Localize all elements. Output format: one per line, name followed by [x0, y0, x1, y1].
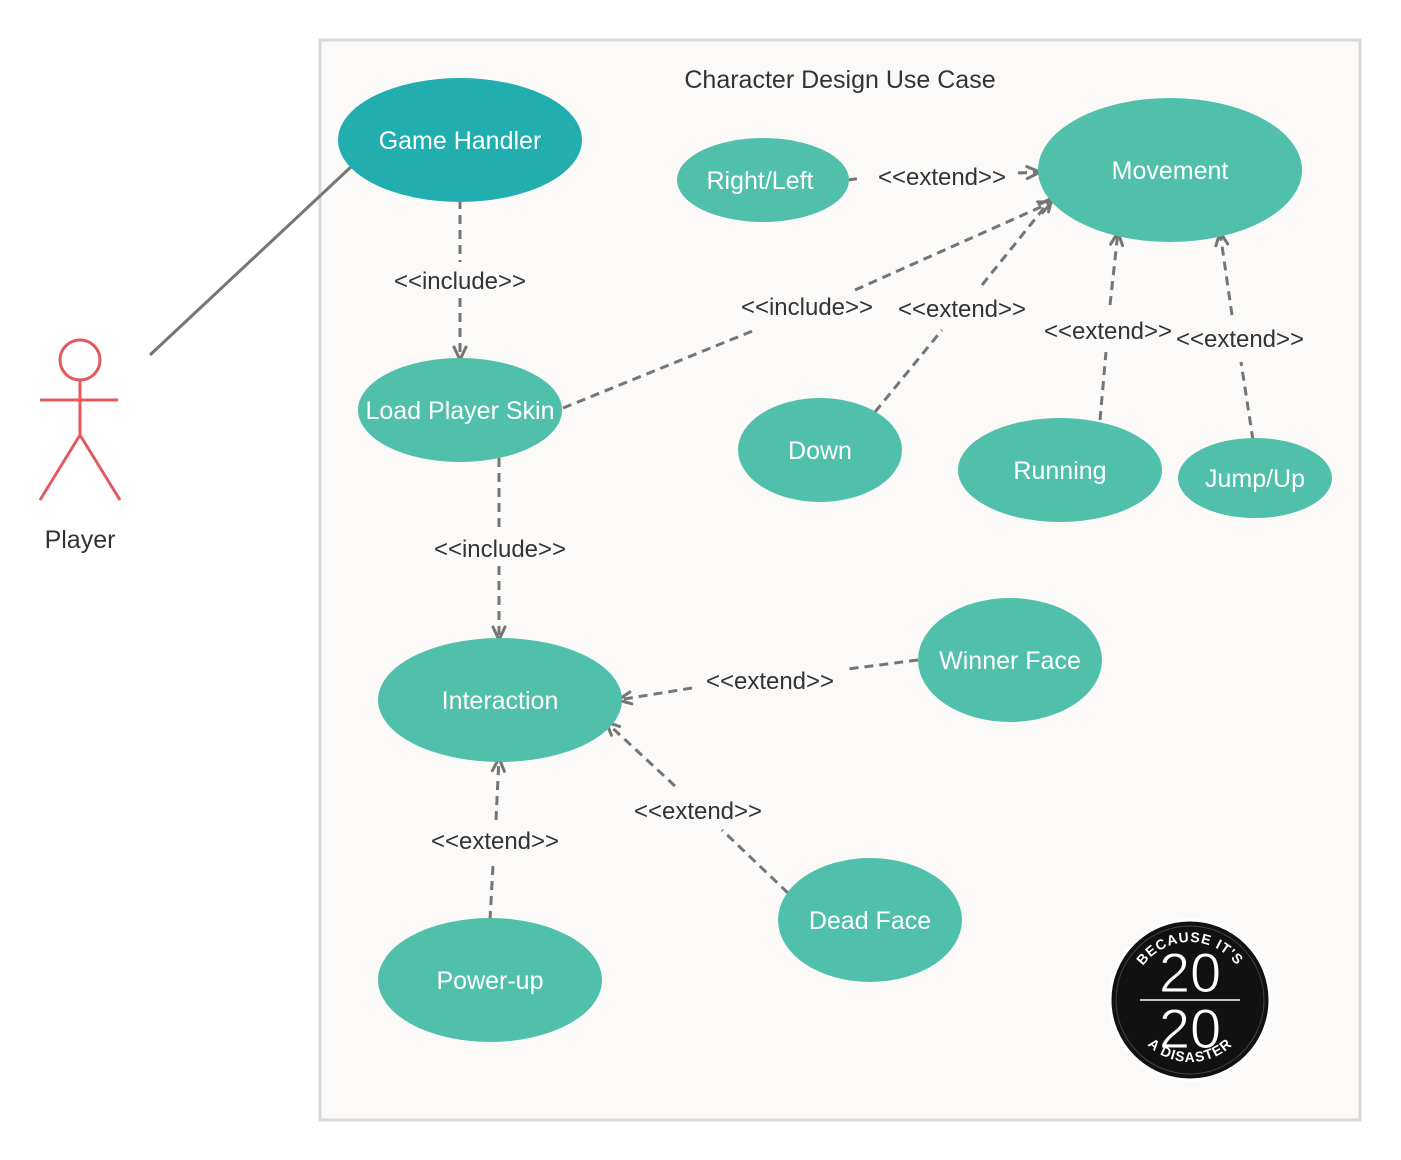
- use-case-winner-face[interactable]: Winner Face: [918, 598, 1102, 722]
- association-player-game-handler[interactable]: [148, 163, 355, 357]
- use-case-interaction[interactable]: Interaction: [378, 638, 622, 762]
- actor-label: Player: [45, 526, 116, 554]
- label-include-movement: <<include>>: [741, 294, 873, 321]
- connector-extend-right-left[interactable]: [847, 172, 1040, 180]
- logo-badge: BECAUSE IT'S 20 20 A DISASTER: [1108, 918, 1272, 1082]
- use-case-dead-face[interactable]: Dead Face: [778, 858, 962, 982]
- use-case-power-up[interactable]: Power-up: [378, 918, 602, 1042]
- use-case-label: Down: [788, 437, 852, 465]
- label-include-interaction: <<include>>: [434, 536, 566, 563]
- actor-left-leg: [38, 434, 82, 501]
- connector-extend-winner[interactable]: [618, 658, 919, 700]
- use-case-label: Game Handler: [379, 127, 542, 155]
- use-case-down[interactable]: Down: [738, 398, 902, 502]
- label-extend-down: <<extend>>: [898, 296, 1026, 323]
- actor-player[interactable]: Player: [38, 338, 122, 554]
- use-case-label: Movement: [1112, 157, 1229, 185]
- actor-head: [58, 338, 102, 382]
- label-extend-jump: <<extend>>: [1176, 326, 1304, 353]
- use-case-label: Power-up: [437, 967, 544, 995]
- logo-year-bottom: 20: [1159, 997, 1221, 1060]
- use-case-running[interactable]: Running: [958, 418, 1162, 522]
- actor-right-leg: [78, 434, 122, 501]
- use-case-load-player-skin[interactable]: Load Player Skin: [358, 358, 562, 462]
- connector-extend-dead[interactable]: [606, 722, 790, 895]
- use-case-label: Dead Face: [809, 907, 931, 935]
- use-case-label: Load Player Skin: [365, 397, 554, 425]
- connector-extend-power[interactable]: [490, 758, 499, 921]
- use-case-label: Jump/Up: [1205, 465, 1305, 493]
- use-case-movement[interactable]: Movement: [1038, 98, 1302, 242]
- use-case-label: Right/Left: [706, 167, 813, 195]
- connector-include-movement[interactable]: [562, 202, 1052, 410]
- logo-year-top: 20: [1159, 941, 1221, 1004]
- use-case-label: Winner Face: [939, 647, 1081, 675]
- use-case-game-handler[interactable]: Game Handler: [338, 78, 582, 202]
- label-extend-power: <<extend>>: [431, 828, 559, 855]
- connector-extend-down[interactable]: [873, 198, 1052, 413]
- label-extend-dead: <<extend>>: [634, 798, 762, 825]
- connector-extend-jump[interactable]: [1220, 232, 1255, 441]
- connector-extend-running[interactable]: [1098, 232, 1118, 421]
- use-case-label: Interaction: [442, 687, 559, 715]
- system-title: Character Design Use Case: [684, 66, 995, 94]
- use-case-label: Running: [1013, 457, 1106, 485]
- use-case-jump-up[interactable]: Jump/Up: [1178, 438, 1332, 518]
- use-case-right-left[interactable]: Right/Left: [677, 138, 849, 222]
- label-extend-running: <<extend>>: [1044, 318, 1172, 345]
- label-extend-right-left: <<extend>>: [878, 164, 1006, 191]
- label-include-skin: <<include>>: [394, 268, 526, 295]
- label-extend-winner: <<extend>>: [706, 668, 834, 695]
